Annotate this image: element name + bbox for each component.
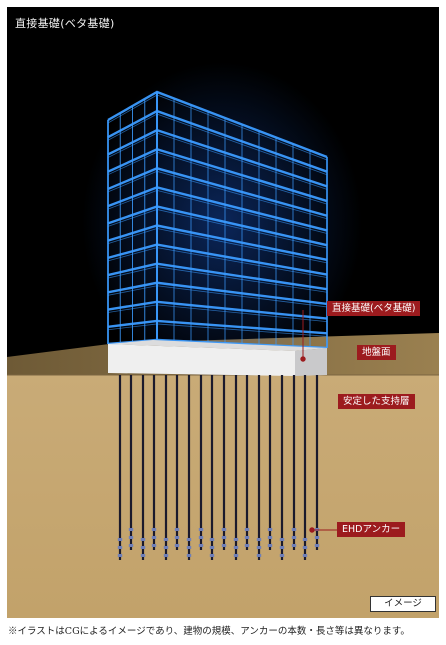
anchor-rod (163, 375, 169, 560)
anchor-rod (174, 375, 180, 550)
illustration-frame: 直接基礎(ベタ基礎) 直接基礎(ベタ基礎) 地盤面 安定した支持層 EHDアンカ… (7, 7, 439, 618)
anchor-rod (279, 375, 285, 560)
anchor-rod (244, 375, 250, 550)
ehd-anchors (117, 375, 320, 560)
ehd-anchor-label: EHDアンカー (337, 522, 406, 537)
anchor-rod (140, 375, 146, 560)
ground-surface-label: 地盤面 (357, 345, 396, 360)
anchor-rod (151, 375, 157, 550)
building-wireframe (107, 90, 328, 352)
anchor-rod (267, 375, 273, 550)
anchor-rod (117, 375, 123, 560)
anchor-rod (186, 375, 192, 560)
footnote: ※イラストはCGによるイメージであり、建物の規模、アンカーの本数・長さ等は異なり… (8, 626, 410, 637)
anchor-rod (209, 375, 215, 560)
anchor-rod (233, 375, 239, 560)
anchor-rod (198, 375, 204, 550)
anchor-rod (302, 375, 308, 560)
bearing-layer-label: 安定した支持層 (338, 394, 415, 409)
anchor-rod (221, 375, 227, 550)
foundation-slab (108, 340, 327, 376)
image-tag: イメージ (370, 596, 436, 612)
foundation-label: 直接基礎(ベタ基礎) (327, 301, 421, 316)
anchor-rod (291, 375, 297, 550)
foundation-illustration (7, 62, 439, 618)
anchor-rod (128, 375, 134, 550)
diagram-title: 直接基礎(ベタ基礎) (15, 17, 115, 30)
anchor-rod (256, 375, 262, 560)
